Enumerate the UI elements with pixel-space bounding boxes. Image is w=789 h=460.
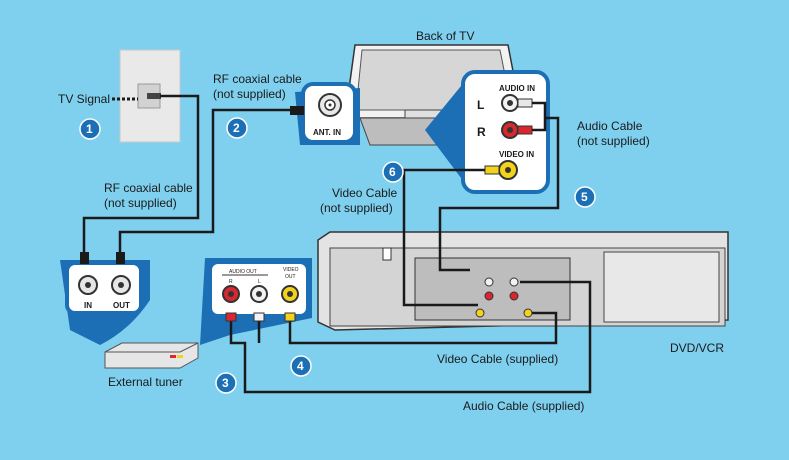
svg-text:1: 1 — [86, 122, 93, 136]
tv-video-in-label: VIDEO IN — [499, 150, 534, 159]
tuner-in-label: IN — [84, 301, 92, 310]
svg-text:3: 3 — [222, 376, 229, 390]
rf-cable-top-label-1: RF coaxial cable — [213, 72, 302, 86]
tv-video-in-jack — [484, 160, 518, 180]
svg-text:6: 6 — [389, 165, 396, 179]
tuner-in-out-panel — [60, 260, 150, 345]
rf-cable-wall-to-tuner — [82, 94, 200, 258]
tv-right-label: R — [477, 125, 486, 139]
video-cable-supplied-label: Video Cable (supplied) — [437, 352, 558, 366]
dvd-vcr-label: DVD/VCR — [670, 341, 724, 355]
tv-left-label: L — [477, 98, 484, 112]
step-badge-6: 6 — [382, 161, 404, 183]
video-out-label-1: VIDEO — [283, 267, 299, 273]
external-tuner-device — [104, 342, 199, 369]
step-badge-3: 3 — [215, 372, 237, 394]
audio-cable-ns-label-2: (not supplied) — [577, 134, 650, 148]
rf-cable-top-label-2: (not supplied) — [213, 87, 286, 101]
back-of-tv-label: Back of TV — [416, 29, 474, 43]
video-cable-ns-label-2: (not supplied) — [320, 201, 393, 215]
audio-out-l-label: L — [258, 279, 261, 285]
svg-text:2: 2 — [233, 121, 240, 135]
audio-cable-ns-label-1: Audio Cable — [577, 119, 643, 133]
video-out-label-2: OUT — [285, 274, 296, 280]
audio-cable-tv-to-dvd — [438, 101, 560, 272]
svg-text:4: 4 — [297, 359, 304, 373]
tuner-out-label: OUT — [113, 301, 130, 310]
video-cable-supplied — [288, 311, 558, 345]
audio-cable-supplied — [229, 280, 592, 394]
rf-cable-left-label-2: (not supplied) — [104, 196, 177, 210]
external-tuner-label: External tuner — [108, 375, 183, 389]
tv-audio-in-left-jack — [501, 94, 533, 112]
ant-in-callout — [295, 82, 360, 145]
rf-cable-tuner-to-tv — [118, 108, 300, 258]
step-badge-2: 2 — [226, 117, 248, 139]
step-badge-4: 4 — [290, 355, 312, 377]
svg-text:5: 5 — [581, 190, 588, 204]
audio-out-label: AUDIO OUT — [229, 269, 257, 275]
video-cable-tv-to-dvd — [402, 168, 485, 307]
audio-cable-supplied-label: Audio Cable (supplied) — [463, 399, 584, 413]
ant-in-label: ANT. IN — [313, 128, 341, 137]
audio-out-r-label: R — [229, 279, 233, 285]
video-cable-ns-label-1: Video Cable — [332, 186, 397, 200]
tv-audio-in-label: AUDIO IN — [499, 84, 535, 93]
cables — [82, 94, 592, 394]
rf-cable-left-label-1: RF coaxial cable — [104, 181, 193, 195]
step-badge-1: 1 — [79, 118, 101, 140]
tv-signal-label: TV Signal — [58, 92, 110, 106]
cable-plugs — [80, 106, 304, 322]
step-badge-5: 5 — [574, 186, 596, 208]
